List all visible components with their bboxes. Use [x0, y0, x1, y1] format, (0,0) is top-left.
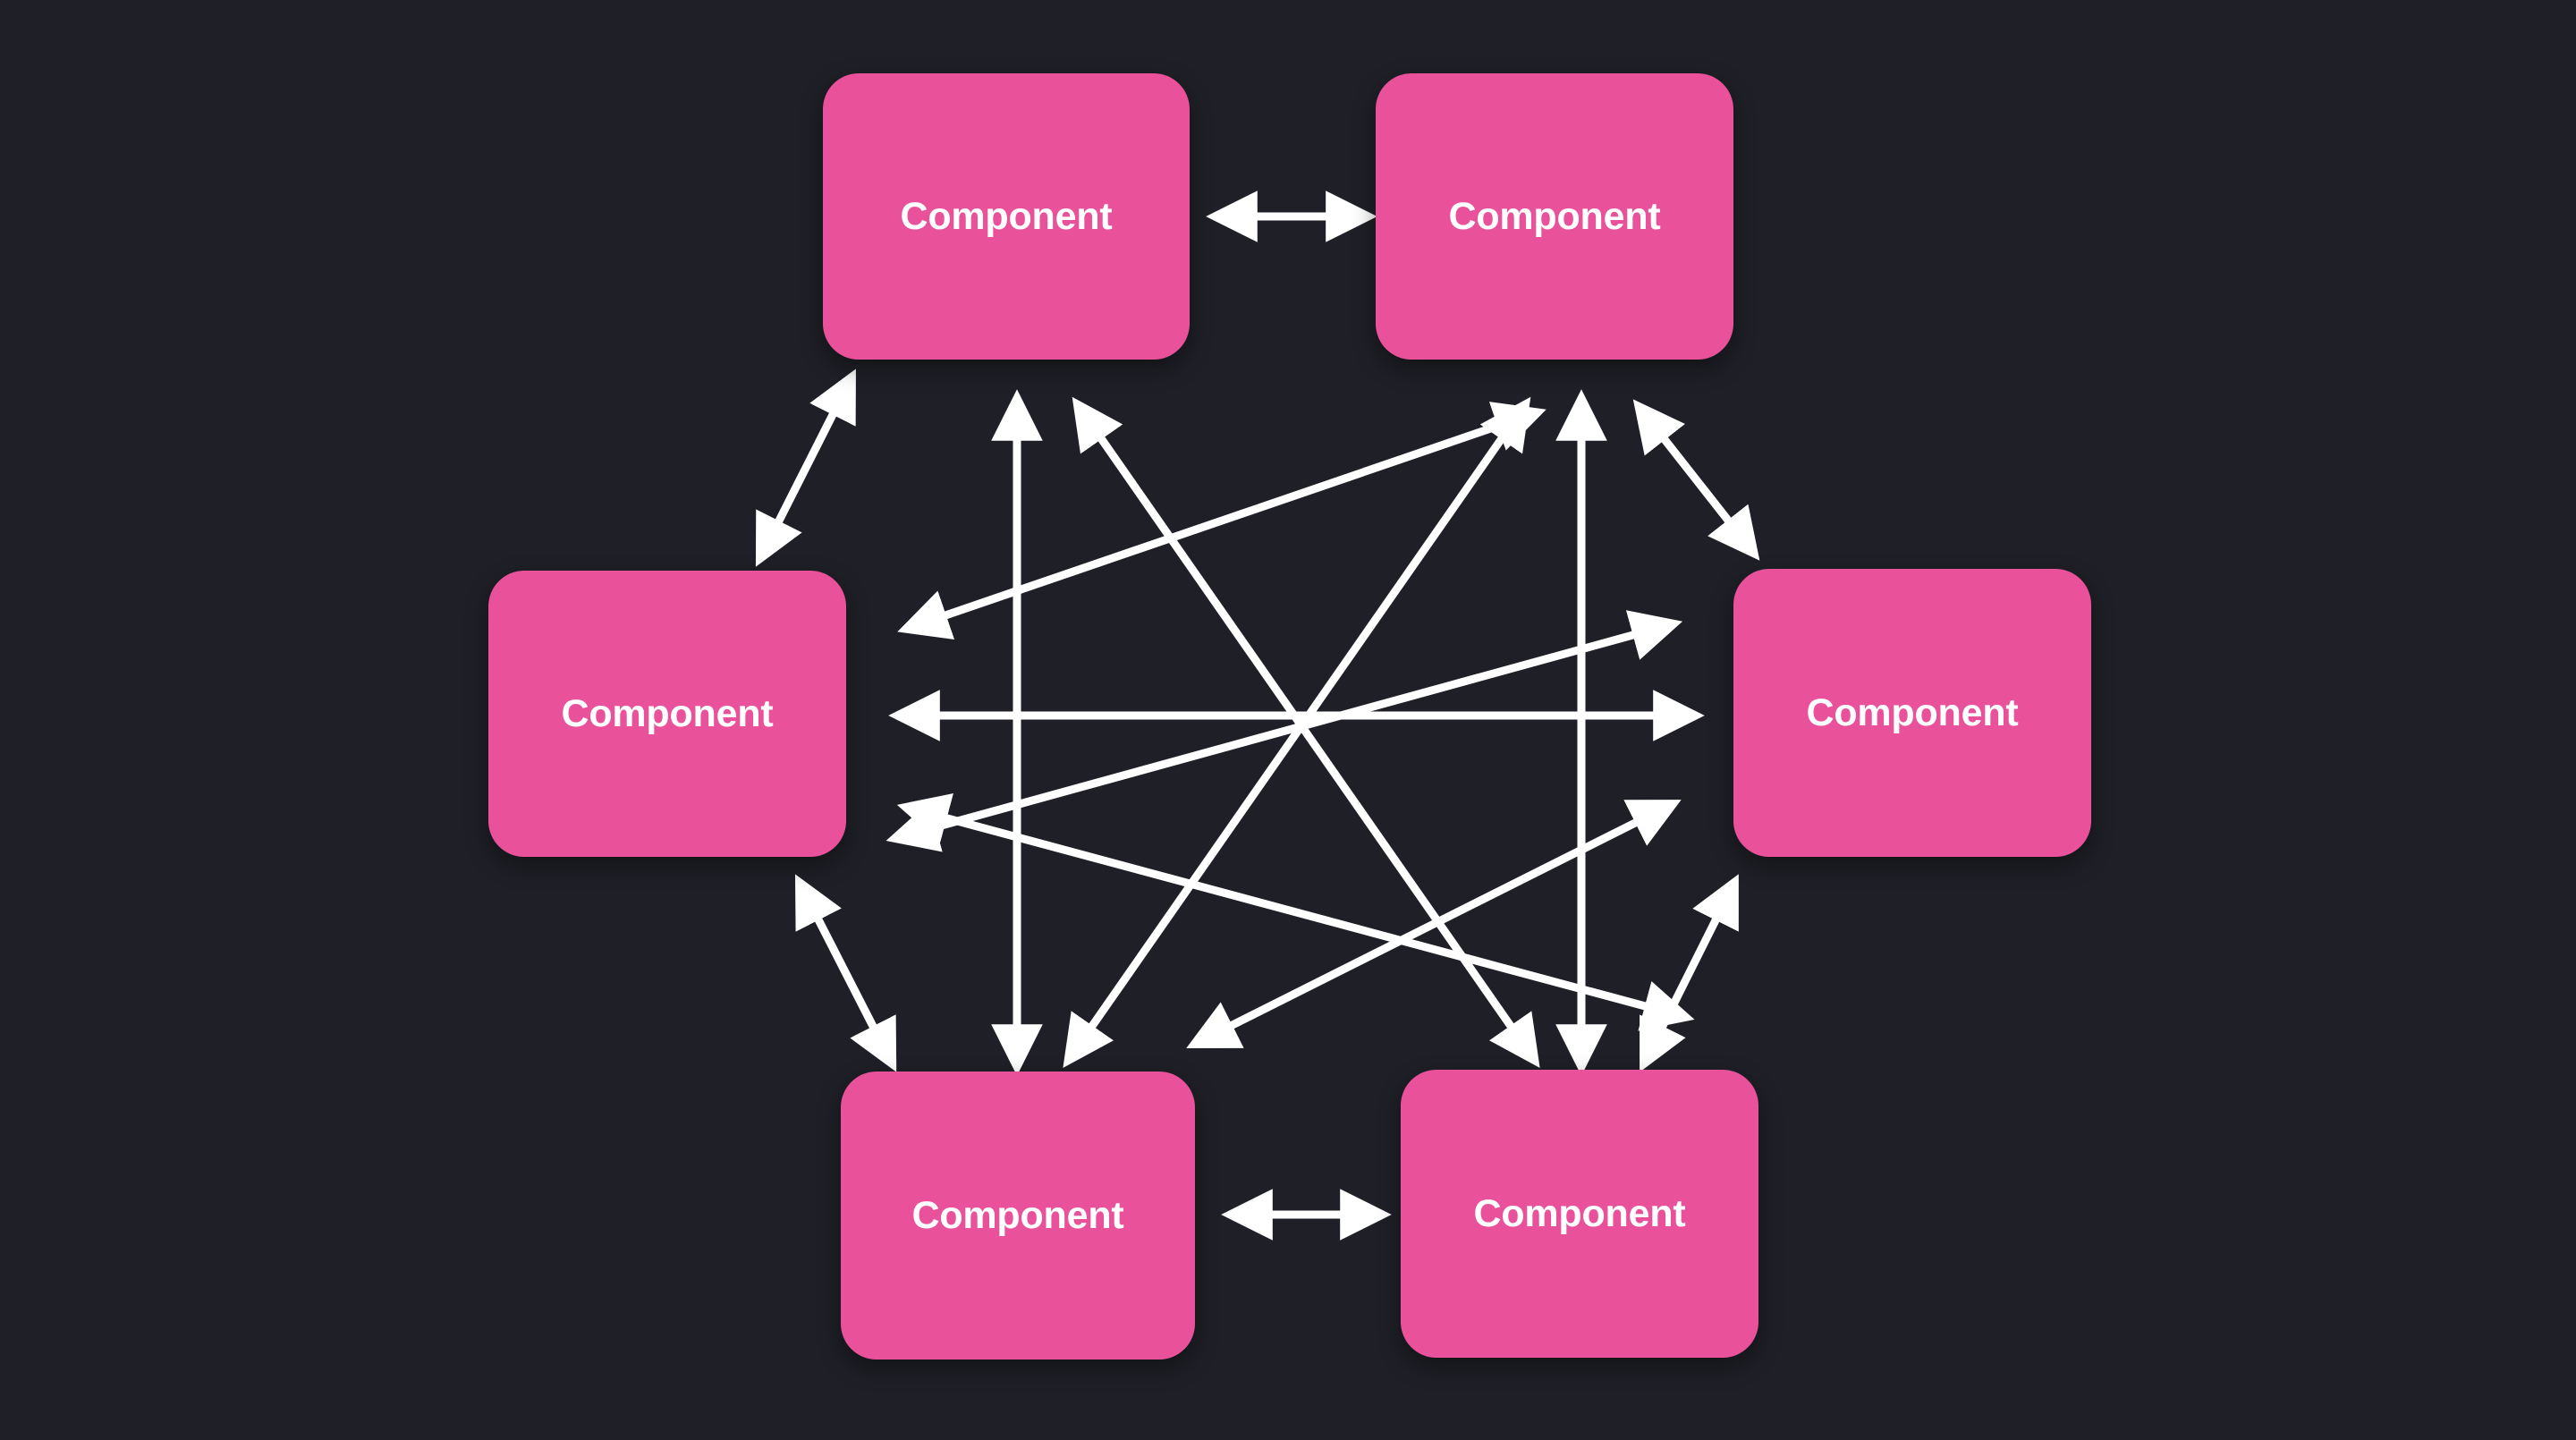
edge-topleft-bottomright — [1072, 396, 1540, 1069]
component-node-label: Component — [1448, 194, 1661, 238]
component-node-middle-right[interactable]: Component — [1733, 569, 2091, 857]
edge-middleright-bottomright — [1640, 874, 1739, 1072]
component-node-label: Component — [1473, 1191, 1686, 1235]
edge-topright-bottomleft — [1063, 396, 1531, 1069]
edge-middleright-bottomleft — [1186, 800, 1682, 1048]
edge-middleright-topleft — [886, 610, 1683, 852]
edge-middleleft-bottomright — [896, 793, 1695, 1031]
edge-topleft-middleleft — [755, 368, 856, 567]
component-node-label: Component — [1806, 690, 2019, 734]
edge-topright-middleright — [1632, 399, 1760, 561]
component-node-label: Component — [911, 1193, 1124, 1237]
edge-middleleft-topright — [897, 402, 1546, 640]
component-node-top-left[interactable]: Component — [823, 73, 1190, 360]
component-node-label: Component — [900, 194, 1113, 238]
component-node-label: Component — [561, 691, 774, 735]
component-node-bottom-left[interactable]: Component — [841, 1072, 1195, 1360]
component-node-middle-left[interactable]: Component — [488, 571, 846, 857]
component-node-bottom-right[interactable]: Component — [1401, 1070, 1758, 1358]
edge-middleleft-bottomleft — [794, 874, 897, 1072]
component-node-top-right[interactable]: Component — [1376, 73, 1733, 360]
